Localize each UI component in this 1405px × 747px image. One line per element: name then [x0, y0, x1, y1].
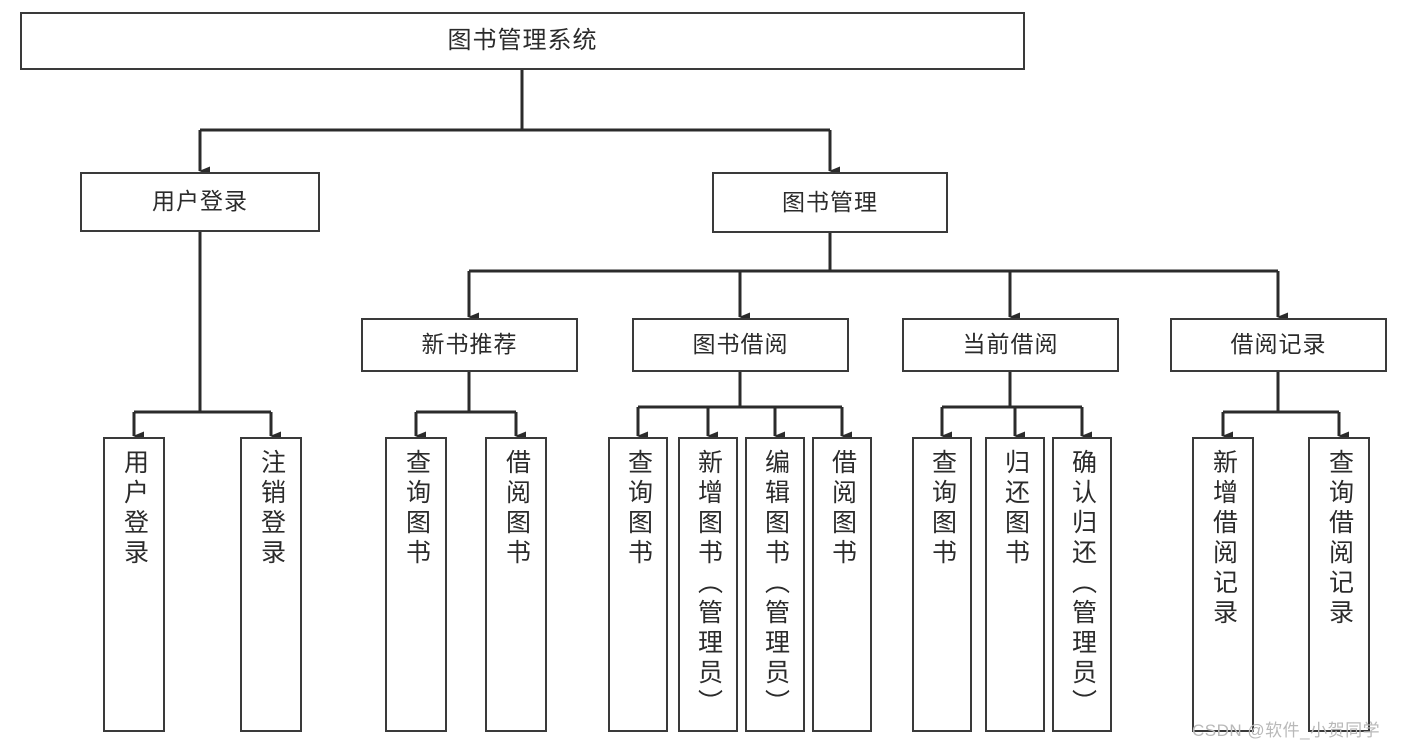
node-book-borrow[interactable]: 图书借阅 — [632, 318, 849, 372]
leaf-return-book[interactable]: 归还图书 — [985, 437, 1045, 732]
leaf-add-borrow-record[interactable]: 新增借阅记录 — [1192, 437, 1254, 732]
leaf-borrow-book-1-label: 借阅图书 — [502, 449, 531, 569]
node-borrow-record[interactable]: 借阅记录 — [1170, 318, 1387, 372]
leaf-add-book-admin-label: 新增图书（管理员） — [694, 449, 723, 719]
leaf-query-book-3[interactable]: 查询图书 — [912, 437, 972, 732]
node-book-manage[interactable]: 图书管理 — [712, 172, 948, 233]
node-book-borrow-label: 图书借阅 — [692, 331, 789, 358]
node-user-login-label: 用户登录 — [152, 188, 248, 215]
node-root-label: 图书管理系统 — [447, 26, 598, 54]
node-book-manage-label: 图书管理 — [782, 188, 878, 215]
node-current-borrow[interactable]: 当前借阅 — [902, 318, 1119, 372]
leaf-confirm-return-admin-label: 确认归还（管理员） — [1068, 449, 1097, 719]
leaf-edit-book-admin[interactable]: 编辑图书（管理员） — [745, 437, 805, 732]
leaf-query-borrow-record[interactable]: 查询借阅记录 — [1308, 437, 1370, 732]
leaf-query-book-1-label: 查询图书 — [402, 449, 431, 569]
leaf-query-book-1[interactable]: 查询图书 — [385, 437, 447, 732]
leaf-query-book-2-label: 查询图书 — [624, 449, 653, 569]
node-current-borrow-label: 当前借阅 — [962, 331, 1059, 358]
node-root[interactable]: 图书管理系统 — [20, 12, 1025, 70]
node-borrow-record-label: 借阅记录 — [1230, 331, 1327, 358]
leaf-logout-login[interactable]: 注销登录 — [240, 437, 302, 732]
leaf-query-book-3-label: 查询图书 — [928, 449, 957, 569]
leaf-borrow-book-2[interactable]: 借阅图书 — [812, 437, 872, 732]
node-new-book-recommend[interactable]: 新书推荐 — [361, 318, 578, 372]
watermark: CSDN @软件_小贺同学 — [1192, 721, 1381, 740]
leaf-confirm-return-admin[interactable]: 确认归还（管理员） — [1052, 437, 1112, 732]
leaf-query-book-2[interactable]: 查询图书 — [608, 437, 668, 732]
leaf-edit-book-admin-label: 编辑图书（管理员） — [761, 449, 790, 719]
node-user-login[interactable]: 用户登录 — [80, 172, 320, 232]
leaf-add-borrow-record-label: 新增借阅记录 — [1209, 449, 1238, 629]
leaf-borrow-book-2-label: 借阅图书 — [828, 449, 857, 569]
leaf-return-book-label: 归还图书 — [1001, 449, 1030, 569]
leaf-borrow-book-1[interactable]: 借阅图书 — [485, 437, 547, 732]
node-new-book-recommend-label: 新书推荐 — [421, 331, 518, 358]
leaf-add-book-admin[interactable]: 新增图书（管理员） — [678, 437, 738, 732]
leaf-logout-login-label: 注销登录 — [257, 449, 286, 569]
leaf-query-borrow-record-label: 查询借阅记录 — [1325, 449, 1354, 629]
leaf-user-login-label: 用户登录 — [120, 449, 149, 569]
leaf-user-login[interactable]: 用户登录 — [103, 437, 165, 732]
